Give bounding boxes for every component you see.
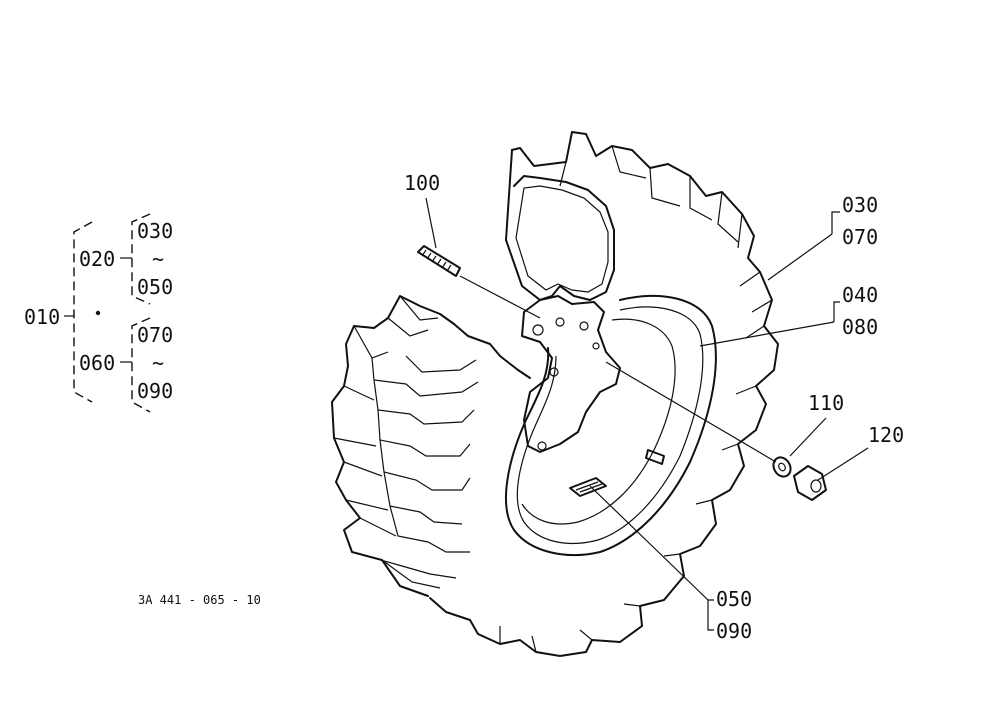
stud-bolt (417, 245, 461, 277)
leader-110 (789, 417, 827, 457)
tree-a-end-label: 050 (137, 275, 173, 299)
tire-left-lug-blocks (333, 295, 479, 589)
callout-100: 100 (404, 171, 440, 195)
callout-110: 110 (808, 391, 844, 415)
rim-hub-plate (521, 295, 621, 453)
tree-outer-bracket (73, 221, 93, 403)
tire-tread-outline (429, 131, 779, 657)
tree-b-tilde: ~ (152, 351, 164, 375)
hub-hole (592, 342, 600, 350)
rim-outer-edge (504, 294, 717, 556)
leader-100 (425, 197, 437, 249)
tire-cut-top-inner (515, 185, 609, 293)
tree-b-start-label: 070 (137, 323, 173, 347)
callout-040: 040 (842, 283, 878, 307)
tree-group-b-label: 060 (79, 351, 115, 375)
washer (772, 456, 792, 478)
wheel-rim (504, 294, 717, 556)
tree-a-start-label: 030 (137, 219, 173, 243)
callout-030: 030 (842, 193, 878, 217)
tire-left-lugs (331, 295, 531, 597)
rim-flange-line (521, 318, 676, 525)
leader-050-090 (589, 485, 709, 601)
drawing-code: 3A 441 - 065 - 10 (138, 593, 261, 607)
leader-120 (817, 447, 869, 481)
leader-040-bracket (833, 301, 840, 322)
tree-group-a-label: 020 (79, 247, 115, 271)
hub-hole (555, 317, 565, 327)
leader-washer-axis (605, 361, 777, 463)
hub-hole (532, 324, 544, 336)
tree-b-end-label: 090 (137, 379, 173, 403)
leader-040-080 (699, 321, 835, 347)
nut (793, 465, 827, 501)
rim-label-plate (569, 477, 607, 497)
callout-050: 050 (716, 587, 752, 611)
tree-group-b-bracket (131, 317, 151, 413)
valve-stem (645, 449, 665, 465)
callout-120: 120 (868, 423, 904, 447)
callout-labels: 100 030 070 040 080 110 120 050 090 (404, 171, 904, 643)
hub-hole (549, 367, 559, 377)
tree-dot (95, 310, 101, 316)
callout-090: 090 (716, 619, 752, 643)
leader-030-bracket (831, 211, 840, 234)
leader-030-070 (767, 233, 833, 281)
tire-cut-top (505, 149, 615, 301)
leader-lines (425, 197, 869, 631)
tree-group-a-bracket (131, 213, 151, 305)
callout-070: 070 (842, 225, 878, 249)
hub-hole (537, 441, 547, 451)
tree-a-tilde: ~ (152, 247, 164, 271)
rim-inner-edge (516, 306, 704, 545)
hub-hole (579, 321, 589, 331)
tire-lug-lines-upper (499, 145, 773, 653)
leader-stud-axis (459, 275, 541, 319)
leader-050-bracket (707, 599, 714, 631)
callout-080: 080 (842, 315, 878, 339)
tree-root-label: 010 (24, 305, 60, 329)
parts-tree: 010 020 030 ~ 050 060 070 ~ 090 (24, 213, 173, 413)
tire (331, 131, 779, 657)
